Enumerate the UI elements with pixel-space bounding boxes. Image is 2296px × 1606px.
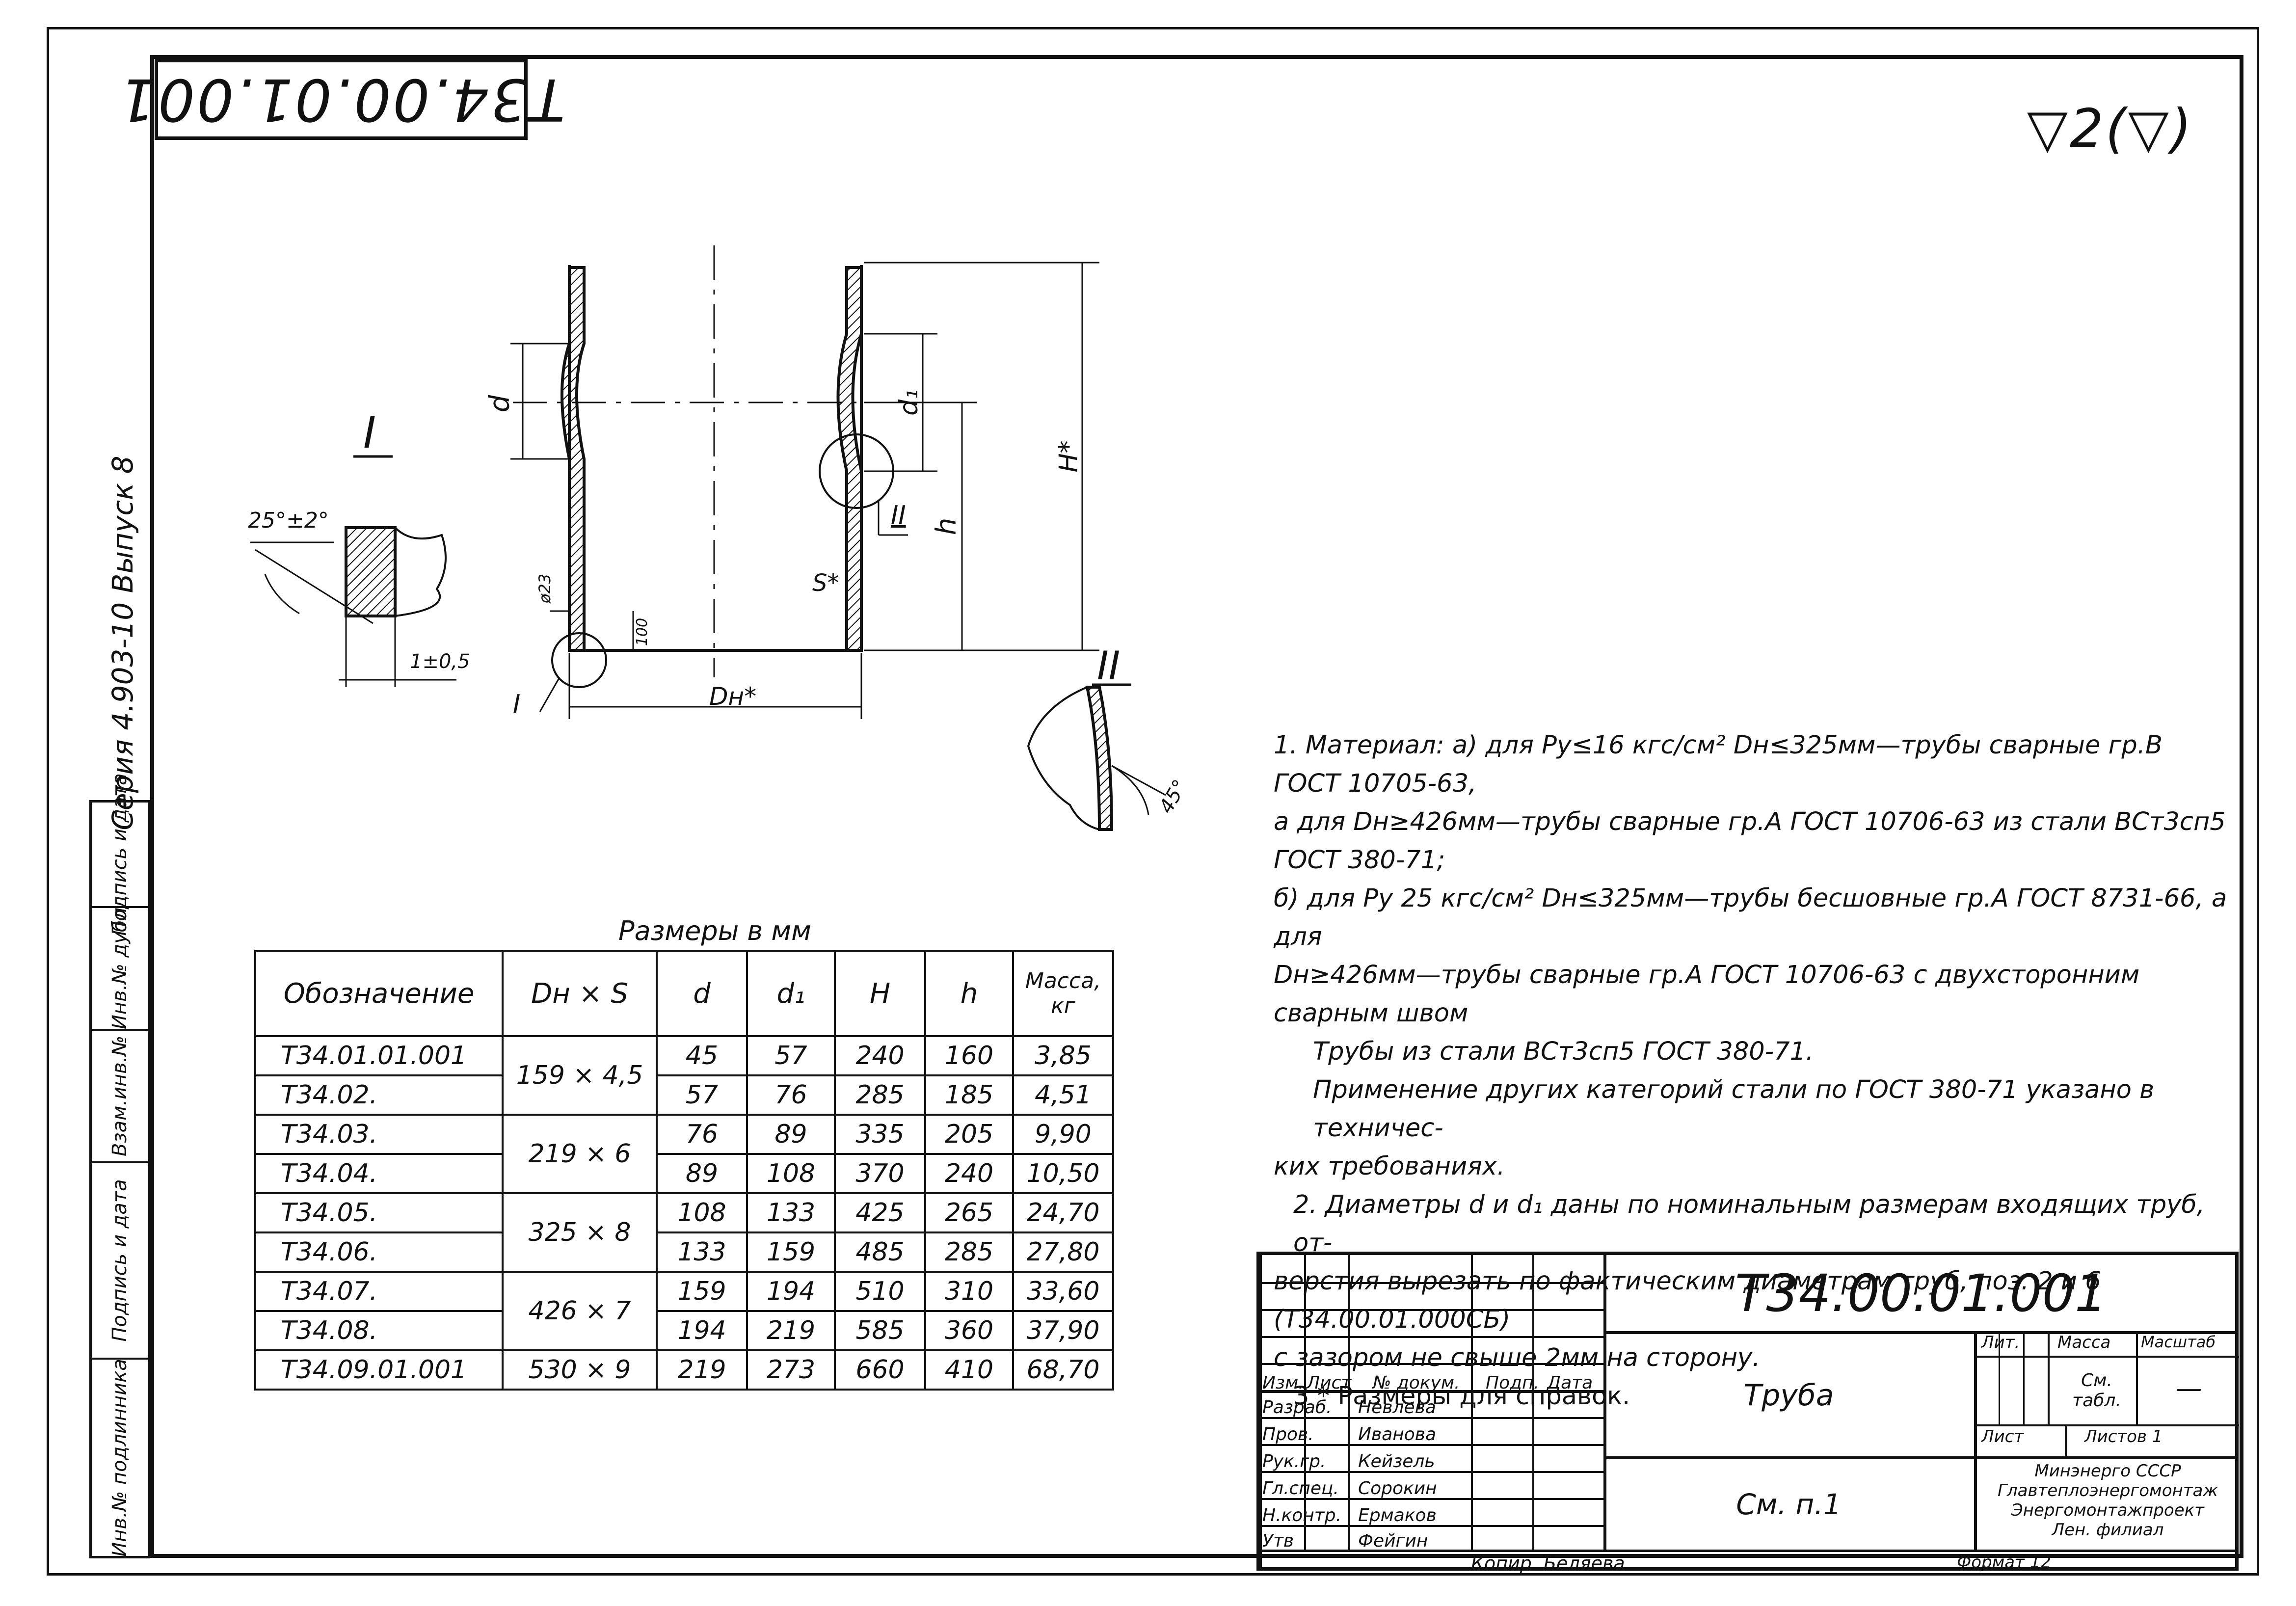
table-row: Т34.04. 89 108 370 240 10,50 [254, 1153, 1114, 1194]
mass-label: Масса [2057, 1333, 2111, 1352]
side-field: Инв.№ дубл [92, 908, 148, 1031]
title-code: Т34.00.01.001 [1735, 1263, 2108, 1323]
drawing-frame [150, 55, 2243, 1558]
dim-100: 100 [634, 617, 651, 646]
dim-hole: ø23 [535, 573, 555, 604]
dim-d1: d₁ [894, 389, 924, 416]
side-field: Подпись и дата [92, 773, 148, 936]
table-row: Т34.03. 219 × 6 76 89 335 205 9,90 [254, 1114, 1114, 1194]
col-header: d₁ [746, 950, 836, 1037]
table-row: Т34.07. 426 × 7 159 194 510 310 33,60 [254, 1271, 1114, 1351]
note-line: ких требованиях. [1274, 1152, 1505, 1181]
material-ref: См. п.1 [1736, 1488, 1842, 1521]
table-row: Т34.06. 133 159 485 285 27,80 [254, 1231, 1114, 1273]
dim-Dn: Dн* [709, 682, 757, 711]
side-field: Инв.№ подлинника [108, 1359, 131, 1557]
col-header: h [924, 950, 1014, 1037]
view-II-label: II [1097, 643, 1121, 689]
note-line: Трубы из стали ВСт3сп5 ГОСТ 380-71. [1313, 1037, 1814, 1066]
offset-dim: 1±0,5 [410, 650, 470, 673]
table-row: Т34.05. 325 × 8 108 133 425 265 24,70 [254, 1192, 1114, 1273]
note-line: с зазором не свыше 2мм на сторону. [1274, 1343, 1761, 1372]
format-label: Формат 12 [1957, 1552, 2052, 1572]
note-line: 2. Диаметры d и d₁ даны по номинальным р… [1293, 1190, 2205, 1258]
table-row: Т34.09.01.001 530 × 9 219 273 660 410 68… [254, 1349, 1114, 1391]
copied-by: Копир. Беляева [1471, 1552, 1625, 1574]
table-header-row: Обозначение Dн × S d d₁ H h Масса, кг [254, 950, 1114, 1037]
table-row: Т34.08. 194 219 585 360 37,90 [254, 1310, 1114, 1351]
part-name: Труба [1743, 1378, 1834, 1413]
roughness-mark: ▽2(▽) [2027, 98, 2194, 160]
angle-dim: 25°±2° [248, 508, 329, 533]
mass-value: См. табл. [2072, 1370, 2121, 1411]
dim-H: H* [1054, 440, 1084, 473]
col-header: H [834, 950, 926, 1037]
side-stamp: Подпись и дата Инв.№ дубл Взам.инв.№ Под… [89, 773, 150, 1558]
note-line: б) для Ру 25 кгс/см² Dн≤325мм—трубы бесш… [1274, 884, 2227, 951]
lit-label: Лит. [1981, 1333, 2020, 1352]
corner-code-box: Т34.00.01.001 [117, 59, 565, 140]
view-I-label: I [363, 407, 376, 458]
note-line: Dн≥426мм—трубы сварные гр.А ГОСТ 10706-6… [1274, 961, 2140, 1028]
outer-frame [47, 27, 2259, 1576]
note-line: Применение других категорий стали по ГОС… [1313, 1075, 2155, 1143]
table-caption: Размеры в мм [618, 915, 811, 946]
col-header: Dн × S [502, 950, 658, 1037]
dimensions-table: Обозначение Dн × S d d₁ H h Масса, кг Т3… [254, 950, 1114, 1391]
callout-I: I [513, 690, 521, 719]
dim-h: h [930, 517, 962, 535]
dim-d: d [483, 395, 516, 413]
scale-label: Масштаб [2141, 1333, 2216, 1351]
dim-S: S* [812, 569, 839, 597]
side-field: Взам.инв.№ [92, 1031, 148, 1163]
col-header: d [656, 950, 748, 1037]
side-field: Подпись и дата [92, 1163, 148, 1360]
title-block: Т34.00.01.001 Труба См. п.1 Лит. Масса М… [1256, 1252, 2239, 1574]
note-line: 1. Материал: а) для Ру≤16 кгс/см² Dн≤325… [1274, 731, 2163, 798]
sheets-label: Листов 1 [2084, 1427, 2163, 1446]
sheet-label: Лист [1981, 1427, 2024, 1446]
note-line: а для Dн≥426мм—трубы сварные гр.А ГОСТ 1… [1274, 807, 2226, 875]
callout-II: II [891, 501, 906, 530]
col-header: Обозначение [254, 950, 504, 1037]
table-row: Т34.02. 57 76 285 185 4,51 [254, 1074, 1114, 1116]
table-row: Т34.01.01.001 159 × 4,5 45 57 240 160 3,… [254, 1035, 1114, 1116]
scale-value: — [2175, 1373, 2202, 1404]
col-header: Масса, кг [1012, 950, 1114, 1037]
organization: Минэнерго СССР Главтеплоэнергомонтаж Эне… [1997, 1461, 2218, 1540]
corner-code: Т34.00.01.001 [117, 65, 565, 134]
